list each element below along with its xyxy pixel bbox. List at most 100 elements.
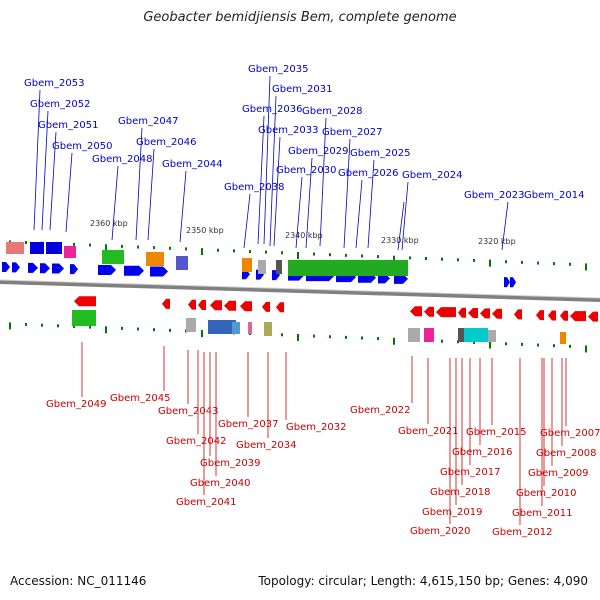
forward-gene-arrow bbox=[124, 265, 144, 276]
feature-block bbox=[264, 322, 272, 336]
feature-block bbox=[176, 256, 188, 270]
forward-gene-label: Gbem_2030 bbox=[276, 165, 336, 176]
forward-leader-line bbox=[263, 75, 271, 245]
forward-leader-line bbox=[355, 179, 363, 249]
reverse-gene-label: Gbem_2018 bbox=[430, 487, 490, 498]
reverse-gene-label: Gbem_2043 bbox=[158, 406, 218, 417]
forward-gene-label: Gbem_2028 bbox=[302, 106, 362, 117]
forward-leader-line bbox=[243, 193, 251, 249]
feature-block bbox=[258, 260, 266, 274]
feature-block bbox=[30, 242, 44, 254]
reverse-gene-label: Gbem_2007 bbox=[540, 428, 600, 439]
reverse-gene-arrow bbox=[410, 306, 422, 317]
reverse-gene-label: Gbem_2017 bbox=[440, 467, 500, 478]
forward-gene-arrow bbox=[510, 277, 516, 288]
reverse-gene-label: Gbem_2009 bbox=[528, 468, 588, 479]
reverse-gene-arrow bbox=[468, 308, 478, 319]
forward-leader-line bbox=[319, 117, 327, 247]
reverse-gene-arrow bbox=[188, 299, 196, 310]
forward-gene-label: Gbem_2026 bbox=[338, 168, 398, 179]
feature-block bbox=[208, 320, 236, 334]
forward-gene-label: Gbem_2035 bbox=[248, 64, 308, 75]
forward-gene-arrow bbox=[40, 263, 50, 274]
forward-gene-label: Gbem_2024 bbox=[402, 170, 462, 181]
forward-gene-arrow bbox=[2, 262, 10, 273]
forward-gene-arrow bbox=[504, 277, 510, 288]
reverse-gene-label: Gbem_2019 bbox=[422, 507, 482, 518]
reverse-gene-arrow bbox=[588, 311, 598, 322]
reverse-gene-arrow bbox=[480, 308, 490, 319]
forward-leader-line bbox=[49, 131, 57, 231]
reverse-gene-arrow bbox=[162, 298, 170, 309]
forward-gene-arrow bbox=[394, 273, 408, 284]
forward-gene-label: Gbem_2031 bbox=[272, 84, 332, 95]
reverse-gene-label: Gbem_2041 bbox=[176, 497, 236, 508]
feature-block bbox=[488, 330, 496, 342]
forward-leader-line bbox=[257, 115, 265, 245]
backbone-highlight bbox=[0, 279, 600, 299]
reverse-gene-arrow bbox=[436, 307, 456, 318]
reverse-gene-arrow bbox=[240, 301, 252, 312]
reverse-gene-arrow bbox=[262, 301, 270, 312]
forward-gene-label: Gbem_2027 bbox=[322, 127, 382, 138]
forward-gene-label: Gbem_2029 bbox=[288, 146, 348, 157]
feature-block bbox=[288, 260, 408, 276]
forward-leader-line bbox=[179, 170, 187, 243]
reverse-gene-label: Gbem_2021 bbox=[398, 426, 458, 437]
feature-block bbox=[102, 250, 124, 264]
feature-block bbox=[72, 310, 96, 326]
reverse-gene-label: Gbem_2008 bbox=[536, 448, 596, 459]
reverse-gene-arrow bbox=[560, 310, 568, 321]
accession-text: Accession: NC_011146 bbox=[10, 574, 147, 588]
reverse-gene-arrow bbox=[570, 311, 586, 322]
genome-title: Geobacter bemidjiensis Bem, complete gen… bbox=[143, 10, 457, 25]
forward-gene-arrow bbox=[150, 266, 168, 277]
forward-gene-label: Gbem_2051 bbox=[38, 120, 98, 131]
forward-leader-line bbox=[147, 148, 155, 241]
forward-gene-label: Gbem_2033 bbox=[258, 125, 318, 136]
scale-label: 2340 kbp bbox=[285, 231, 323, 240]
forward-leader-line bbox=[41, 110, 49, 231]
reverse-gene-label: Gbem_2039 bbox=[200, 458, 260, 469]
forward-gene-label: Gbem_2048 bbox=[92, 154, 152, 165]
feature-block bbox=[46, 242, 62, 254]
forward-gene-label: Gbem_2053 bbox=[24, 78, 84, 89]
forward-gene-arrow bbox=[28, 262, 38, 273]
feature-block bbox=[186, 318, 196, 332]
forward-leader-line bbox=[273, 136, 281, 247]
reverse-gene-label: Gbem_2015 bbox=[466, 427, 526, 438]
forward-gene-arrow bbox=[52, 263, 64, 274]
forward-gene-label: Gbem_2052 bbox=[30, 99, 90, 110]
forward-gene-label: Gbem_2050 bbox=[52, 141, 112, 152]
reverse-gene-arrow bbox=[276, 302, 284, 313]
scale-label: 2330 kbp bbox=[381, 236, 419, 245]
forward-leader-line bbox=[397, 201, 405, 251]
forward-gene-label: Gbem_2036 bbox=[242, 104, 302, 115]
feature-block bbox=[248, 322, 252, 334]
forward-leader-line bbox=[269, 95, 277, 247]
reverse-gene-arrow bbox=[514, 309, 522, 320]
feature-block bbox=[276, 260, 282, 274]
reverse-gene-arrow bbox=[458, 307, 466, 318]
reverse-gene-arrow bbox=[548, 310, 556, 321]
topology-text: Topology: circular; Length: 4,615,150 bp… bbox=[258, 574, 588, 588]
reverse-gene-label: Gbem_2049 bbox=[46, 399, 106, 410]
feature-block bbox=[242, 258, 252, 272]
forward-leader-line bbox=[367, 159, 375, 249]
reverse-gene-arrow bbox=[224, 300, 236, 311]
forward-leader-line bbox=[65, 152, 73, 233]
reverse-gene-label: Gbem_2045 bbox=[110, 393, 170, 404]
feature-block bbox=[232, 322, 240, 334]
feature-block bbox=[458, 328, 464, 342]
reverse-gene-label: Gbem_2037 bbox=[218, 419, 278, 430]
forward-leader-line bbox=[401, 181, 409, 251]
reverse-gene-label: Gbem_2032 bbox=[286, 422, 346, 433]
reverse-gene-arrow bbox=[210, 300, 222, 311]
reverse-gene-label: Gbem_2040 bbox=[190, 478, 250, 489]
reverse-gene-label: Gbem_2011 bbox=[512, 508, 572, 519]
feature-block bbox=[464, 328, 488, 342]
forward-leader-line bbox=[295, 176, 303, 249]
reverse-gene-arrow bbox=[424, 306, 434, 317]
reverse-gene-label: Gbem_2010 bbox=[516, 488, 576, 499]
